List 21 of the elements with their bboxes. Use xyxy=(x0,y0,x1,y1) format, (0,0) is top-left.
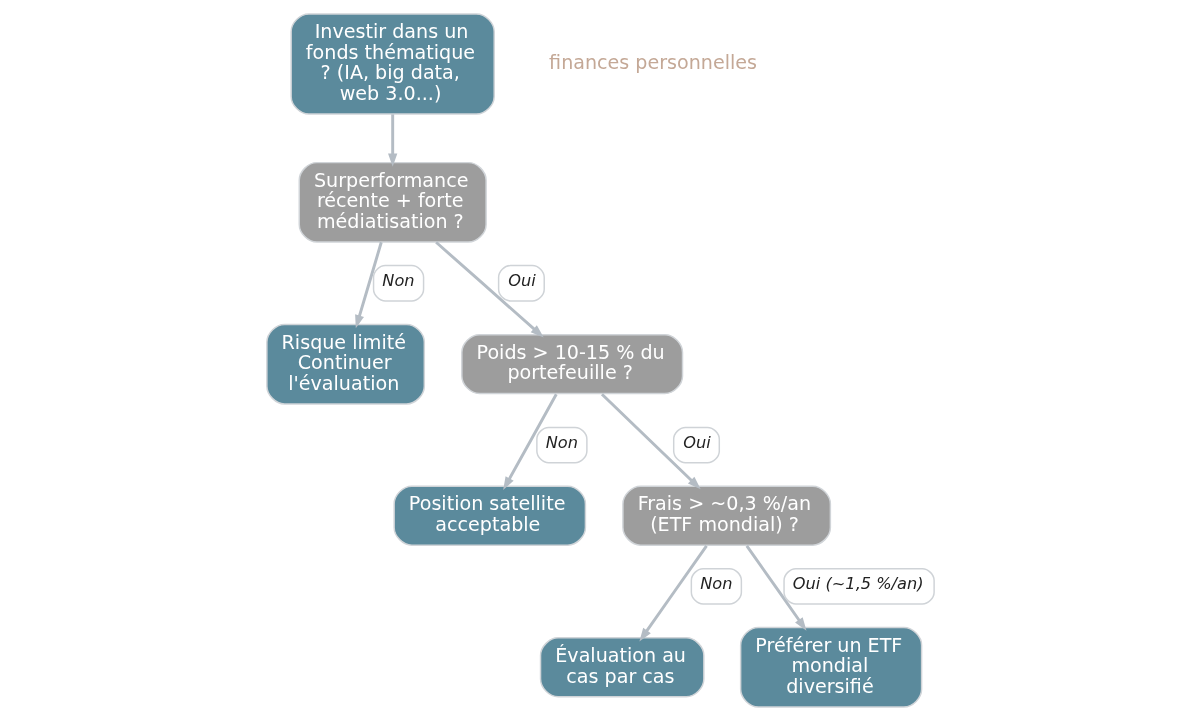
edge-label: Non xyxy=(545,432,578,452)
node-box: Poids > 10-15 % du portefeuille ? xyxy=(460,334,683,395)
node-box: Frais > ~0,3 %/an (ETF mondial) ? xyxy=(621,485,831,546)
node-box: Surperformance récente + forte médiatisation ? xyxy=(298,161,487,243)
node-box: Évaluation au cas par cas xyxy=(539,637,705,698)
edge-label: Oui xyxy=(682,432,711,452)
edge-label: Oui xyxy=(507,270,536,290)
edge-label: Non xyxy=(381,270,415,290)
arrow xyxy=(600,393,701,490)
node-box: Position satellite acceptable xyxy=(392,485,586,546)
arrow xyxy=(387,114,397,167)
edge-label: Non xyxy=(699,573,732,593)
node-box: Préférer un ETF mondial diversifié xyxy=(739,626,922,708)
node-box: Investir dans un fonds thématique ? (IA, big data, web 3.0...) xyxy=(289,13,495,115)
arrow xyxy=(502,393,558,491)
edge-label: Oui (~1,5 %/an) xyxy=(792,573,923,593)
arrow xyxy=(354,241,383,329)
node-box: Risque limité Continuer l'évaluation xyxy=(265,323,425,405)
label: finances personnelles xyxy=(548,51,757,75)
arrow xyxy=(745,545,806,631)
arrow xyxy=(638,545,708,642)
